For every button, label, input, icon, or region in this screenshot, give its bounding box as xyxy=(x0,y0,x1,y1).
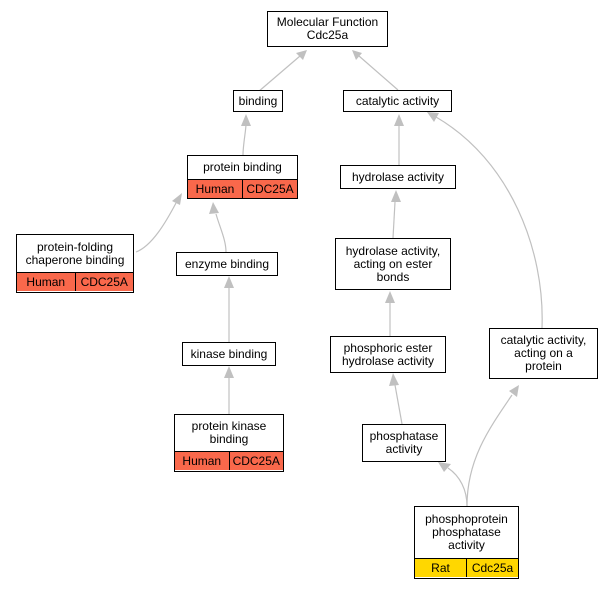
node-label: Molecular Function Cdc25a xyxy=(276,15,379,42)
node-label: phosphoprotein phosphatase activity xyxy=(425,512,508,552)
arrowhead-binding xyxy=(241,114,251,126)
node-protein-folding-chaperone-binding[interactable]: protein-folding chaperone binding Human … xyxy=(16,234,134,293)
node-label: hydrolase activity, acting on ester bond… xyxy=(345,243,441,284)
arrowhead-protein-binding-left xyxy=(172,193,182,205)
node-label: catalytic activity xyxy=(355,93,440,108)
node-label: phosphatase activity xyxy=(369,429,439,456)
node-catalytic-activity[interactable]: catalytic activity xyxy=(343,90,452,112)
node-label: protein binding xyxy=(203,160,282,174)
node-label: enzyme binding xyxy=(184,256,270,271)
arrowhead-catalytic xyxy=(394,114,404,126)
node-label: kinase binding xyxy=(190,346,268,361)
arrowhead-phosphoric xyxy=(389,373,399,386)
edge-chaperone-to-protein-binding xyxy=(135,202,177,253)
species-cell: Human xyxy=(195,181,235,196)
node-label: binding xyxy=(238,93,278,108)
node-molecular-function[interactable]: Molecular Function Cdc25a xyxy=(267,11,388,47)
gene-cell: CDC25A xyxy=(228,452,284,470)
edge-binding-to-root xyxy=(257,55,301,93)
node-binding[interactable]: binding xyxy=(233,90,283,112)
arrowhead-phosphatase xyxy=(438,462,451,472)
arrowhead-hydrolase xyxy=(391,190,401,202)
annotation-row: Human CDC25A xyxy=(17,272,133,291)
annotation-row: Rat Cdc25a xyxy=(415,558,518,577)
gene-cell: Cdc25a xyxy=(466,559,518,577)
node-label: protein kinase binding xyxy=(191,419,267,446)
edge-phosphoprotein-to-catalytic-protein xyxy=(466,394,513,507)
arrowhead-hydrolase-ester xyxy=(385,291,395,303)
edge-catalytic-protein-to-catalytic xyxy=(435,116,543,329)
node-kinase-binding[interactable]: kinase binding xyxy=(182,342,276,366)
node-label: phosphoric ester hydrolase activity xyxy=(341,340,435,368)
node-protein-binding[interactable]: protein binding Human CDC25A xyxy=(187,155,298,199)
node-catalytic-activity-on-protein[interactable]: catalytic activity, acting on a protein xyxy=(489,328,598,379)
node-hydrolase-activity[interactable]: hydrolase activity xyxy=(340,165,456,189)
gene-cell: CDC25A xyxy=(74,273,134,291)
species-cell: Human xyxy=(26,274,66,289)
arrowhead-enzyme xyxy=(224,276,234,288)
edge-enzyme-to-protein-binding xyxy=(215,213,227,253)
arrowhead-protein-binding-right xyxy=(209,202,219,214)
node-label: hydrolase activity xyxy=(351,169,445,184)
edge-hydrolase-ester-to-hydrolase xyxy=(392,201,396,239)
arrowhead-catalytic-protein xyxy=(509,385,519,397)
node-phosphoprotein-phosphatase-activity[interactable]: phosphoprotein phosphatase activity Rat … xyxy=(414,506,519,579)
annotation-row: Human CDC25A xyxy=(188,179,297,198)
node-phosphoric-ester-hydrolase[interactable]: phosphoric ester hydrolase activity xyxy=(330,336,446,373)
gene-cell: CDC25A xyxy=(242,180,297,198)
arrowhead-catalytic-from-protein xyxy=(427,112,439,122)
edge-phosphoprotein-to-phosphatase xyxy=(447,467,468,507)
species-cell: Rat xyxy=(431,560,450,575)
node-enzyme-binding[interactable]: enzyme binding xyxy=(176,252,278,276)
node-label: protein-folding chaperone binding xyxy=(25,239,125,267)
edge-phosphatase-to-phosphoric xyxy=(394,384,403,425)
edge-catalytic-to-root xyxy=(358,55,399,91)
edge-protein-binding-to-binding xyxy=(242,123,247,156)
node-phosphatase-activity[interactable]: phosphatase activity xyxy=(362,424,446,462)
node-protein-kinase-binding[interactable]: protein kinase binding Human CDC25A xyxy=(174,414,284,472)
node-hydrolase-activity-ester-bonds[interactable]: hydrolase activity, acting on ester bond… xyxy=(335,238,451,290)
arrowhead-root-left xyxy=(296,50,307,60)
arrowhead-kinase xyxy=(224,366,234,378)
node-label: catalytic activity, acting on a protein xyxy=(500,333,587,373)
annotation-row: Human CDC25A xyxy=(175,451,283,470)
arrowhead-root-right xyxy=(352,50,362,60)
species-cell: Human xyxy=(182,453,222,468)
